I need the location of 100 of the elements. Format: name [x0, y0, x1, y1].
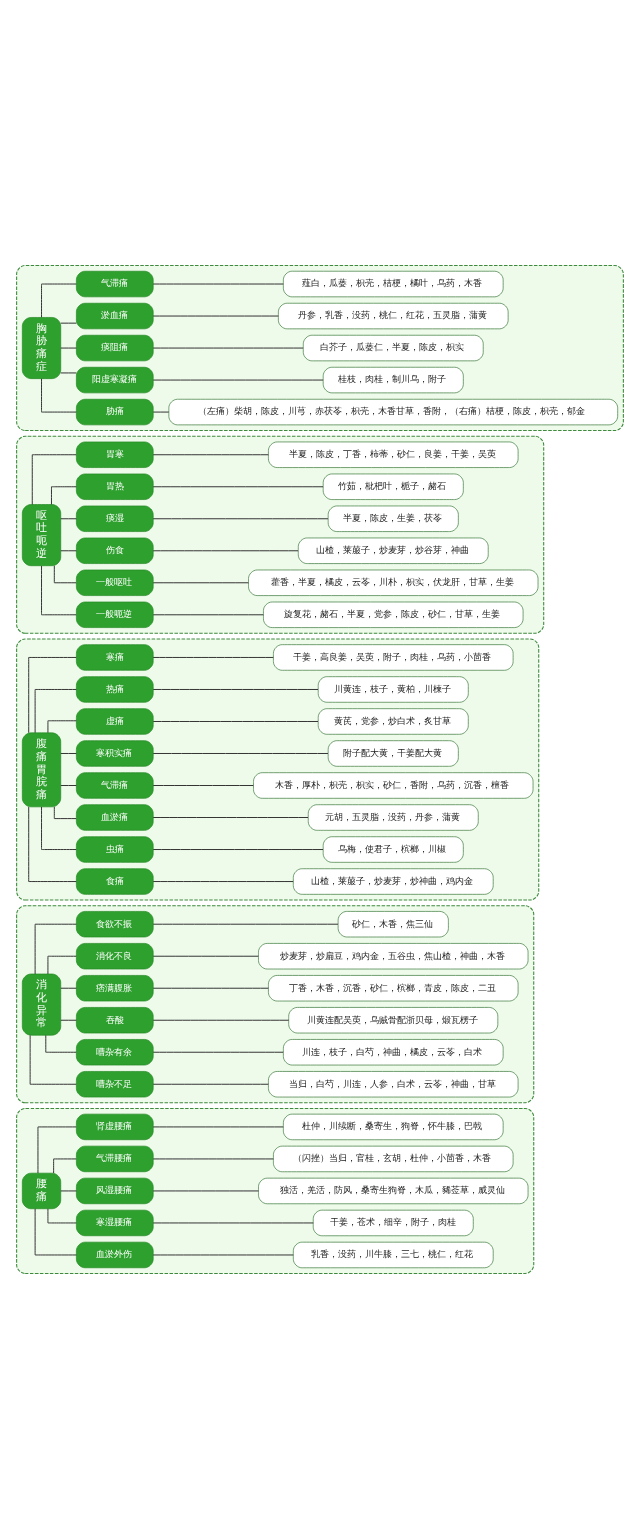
- connector: [53, 806, 77, 819]
- node-box: 寒积实痛: [76, 739, 154, 767]
- connector: [152, 987, 269, 989]
- connector: [152, 720, 319, 722]
- node-box: 呕吐呃逆: [21, 503, 62, 566]
- connector: [60, 517, 77, 519]
- node-box: 食欲不振: [76, 910, 154, 937]
- connector: [152, 613, 264, 615]
- node-box: 气滞腰痛: [76, 1145, 154, 1172]
- node-box: 淤血痛: [76, 302, 154, 329]
- connector: [60, 987, 77, 989]
- node-box: 藿香，半夏，橘皮，云苓，川朴，枳实，伏龙肝，甘草，生姜: [248, 569, 539, 596]
- connector: [152, 1157, 274, 1159]
- node-box: 气滞痛: [76, 270, 154, 297]
- connector: [152, 581, 249, 583]
- connector: [47, 719, 77, 733]
- node-box: 一般呃逆: [76, 601, 154, 628]
- node-box: 胁痛: [76, 398, 154, 425]
- node-box: （闪挫）当归，官桂，玄胡，杜仲，小茴香，木香: [273, 1145, 514, 1172]
- node-box: 旋复花，赭石，半夏，党参，陈皮，砂仁，甘草，生姜: [263, 601, 524, 628]
- node-box: 寒痛: [76, 643, 154, 671]
- connector: [152, 656, 274, 658]
- connector: [47, 1207, 77, 1223]
- node-box: 竹茹，枇杷叶，栀子，赭石: [322, 473, 464, 500]
- node-box: 川黄连，枝子，黄柏，川楝子: [317, 675, 469, 703]
- connector: [152, 379, 324, 381]
- node-box: 干姜，苍术，细辛，附子，肉桂: [312, 1209, 474, 1236]
- node-box: 独活，羌活，防风，桑寄生狗脊，木瓜，豨莶草，威灵仙: [258, 1177, 529, 1204]
- cluster: [16, 637, 540, 901]
- connector: [31, 453, 77, 505]
- node-box: 乌梅，使君子，槟榔，川椒: [322, 835, 464, 863]
- connector: [60, 549, 77, 551]
- node-box: 杜仲，川续断，桑寄生，狗脊，怀牛膝，巴戟: [283, 1113, 504, 1140]
- connector: [53, 564, 77, 583]
- node-box: 砂仁，木香，焦三仙: [337, 910, 449, 937]
- node-box: 腰痛: [21, 1172, 62, 1209]
- connector: [45, 1034, 77, 1053]
- node-box: 腹痛胃脘痛: [21, 732, 62, 807]
- connector: [28, 656, 77, 733]
- connector: [152, 923, 339, 925]
- node-box: 虚痛: [76, 707, 154, 735]
- node-box: 附子配大黄，干姜配大黄: [327, 739, 459, 767]
- connector: [152, 485, 324, 487]
- connector: [152, 549, 299, 551]
- node-box: 肾虚腰痛: [76, 1113, 154, 1140]
- connector: [60, 322, 77, 324]
- node-box: 半夏，陈皮，生姜，茯苓: [327, 505, 459, 532]
- node-box: 木香，厚朴，枳壳，枳实，砂仁，香附，乌药，沉香，檀香: [253, 771, 534, 799]
- connector: [152, 784, 254, 786]
- connector: [152, 955, 259, 957]
- node-box: 乳香，没药，川牛膝，三七，桃仁，红花: [292, 1241, 494, 1268]
- connector: [152, 848, 324, 850]
- connector: [34, 923, 77, 974]
- node-box: 气滞痛: [76, 771, 154, 799]
- cluster: [16, 264, 624, 431]
- connector: [152, 880, 294, 882]
- connector: [51, 485, 77, 505]
- connector: [60, 1189, 77, 1191]
- node-box: 痰湿: [76, 505, 154, 532]
- node-box: 干姜，高良姜，吴萸，附子，肉桂，乌药，小茴香: [273, 643, 514, 671]
- node-box: 丁香，木香，沉香，砂仁，槟榔，青皮，陈皮，二丑: [268, 974, 519, 1001]
- connector: [152, 1189, 259, 1191]
- node-box: 嘈杂不足: [76, 1070, 154, 1097]
- cluster: [16, 435, 545, 634]
- node-box: 薤白，瓜蒌，枳壳，桔梗，橘叶，乌药，木香: [283, 270, 504, 297]
- node-box: 风湿腰痛: [76, 1177, 154, 1204]
- connector: [53, 1157, 77, 1174]
- node-box: 川黄连配吴萸，乌贼骨配浙贝母，煅瓦楞子: [288, 1006, 499, 1033]
- cluster: [16, 1107, 535, 1274]
- connector: [152, 283, 284, 285]
- node-box: 伤食: [76, 537, 154, 564]
- connector: [152, 1019, 290, 1021]
- connector: [152, 453, 269, 455]
- node-box: 白芥子，瓜蒌仁，半夏，陈皮，枳实: [302, 334, 484, 361]
- connector: [60, 371, 77, 373]
- connector: [60, 784, 77, 786]
- node-box: 丹参，乳香，没药，桃仁，红花，五灵脂，蒲黄: [278, 302, 509, 329]
- node-box: 一般呕吐: [76, 569, 154, 596]
- cluster: [16, 904, 535, 1103]
- node-box: 半夏，陈皮，丁香，柿蒂，砂仁，良姜，干姜，吴萸: [268, 441, 519, 468]
- connector: [37, 1125, 77, 1174]
- connector: [47, 955, 77, 974]
- node-box: 胸胁痛症: [21, 316, 62, 379]
- node-box: 食痛: [76, 867, 154, 895]
- node-box: 山楂，莱菔子，炒麦芽，炒神曲，鸡内金: [292, 867, 494, 895]
- node-box: 热痛: [76, 675, 154, 703]
- node-box: 阳虚寒凝痛: [76, 366, 154, 393]
- connector: [41, 283, 77, 318]
- node-box: （左痛）柴胡，陈皮，川芎，赤茯苓，枳壳，木香甘草，香附，（右痛）桔梗，陈皮，枳壳，郁金: [168, 398, 619, 425]
- connector: [41, 377, 77, 413]
- connector: [41, 564, 77, 615]
- node-box: 胃热: [76, 473, 154, 500]
- connector: [152, 816, 309, 818]
- node-box: 胃寒: [76, 441, 154, 468]
- connector: [152, 347, 304, 349]
- connector: [60, 347, 77, 349]
- connector: [152, 411, 170, 413]
- connector: [152, 1125, 284, 1127]
- connector: [152, 315, 279, 317]
- connector: [152, 1253, 294, 1255]
